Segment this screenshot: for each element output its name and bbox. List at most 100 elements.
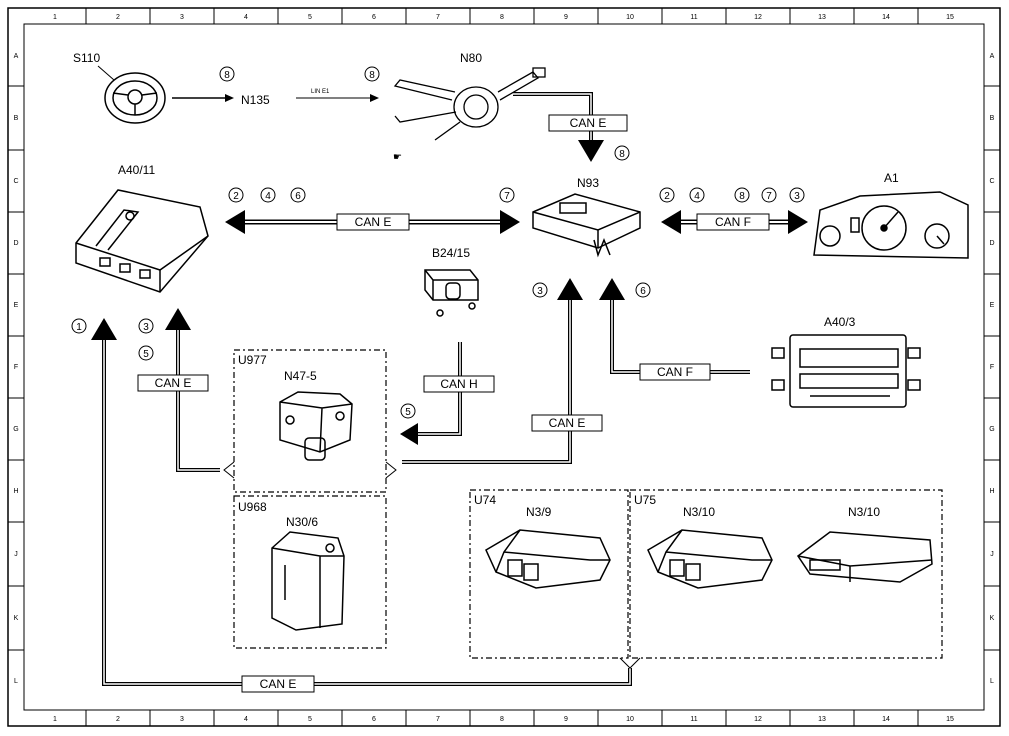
row-label: G bbox=[989, 426, 994, 433]
label-n47-5: N47-5 bbox=[284, 369, 317, 383]
marker: 6 bbox=[640, 286, 646, 297]
row-label: C bbox=[989, 178, 994, 185]
marker-circle bbox=[532, 282, 548, 298]
col-label: 14 bbox=[882, 716, 890, 723]
label-u75: U75 bbox=[634, 493, 656, 507]
bus-inner bbox=[611, 300, 750, 373]
marker-circle bbox=[71, 318, 87, 334]
marker: 4 bbox=[694, 191, 700, 202]
inner-frame bbox=[23, 23, 985, 711]
row-label: H bbox=[13, 488, 18, 495]
bus-inner bbox=[402, 300, 571, 463]
bus-inner bbox=[177, 330, 220, 471]
arrow-head bbox=[661, 210, 681, 234]
hand-pointer-icon: ☛ bbox=[393, 152, 402, 163]
bus-inner bbox=[418, 342, 461, 435]
group-u977 bbox=[233, 349, 387, 493]
group-bracket bbox=[619, 657, 641, 669]
group-bracket bbox=[385, 461, 397, 479]
row-label: H bbox=[989, 488, 994, 495]
col-label: 11 bbox=[690, 716, 697, 723]
marker-circle bbox=[499, 187, 515, 203]
col-label: 3 bbox=[180, 14, 184, 21]
col-label: 15 bbox=[946, 14, 954, 21]
arrow-head bbox=[557, 278, 583, 300]
label-u968: U968 bbox=[238, 500, 267, 514]
marker-circle bbox=[614, 145, 630, 161]
marker: 6 bbox=[295, 191, 301, 202]
col-label: 4 bbox=[244, 716, 248, 723]
arrow-head bbox=[225, 94, 234, 102]
marker-circle bbox=[260, 187, 276, 203]
marker: 8 bbox=[619, 149, 625, 160]
group-u968 bbox=[233, 495, 387, 649]
label-b24-15: B24/15 bbox=[432, 246, 470, 260]
bus-label: CAN E bbox=[570, 116, 607, 130]
col-label: 8 bbox=[500, 14, 504, 21]
row-label: G bbox=[13, 426, 18, 433]
arrow-head bbox=[578, 140, 604, 162]
bus-label-box bbox=[696, 213, 770, 231]
instrument-cluster-icon bbox=[813, 191, 969, 259]
col-label: 3 bbox=[180, 716, 184, 723]
col-label: 7 bbox=[436, 14, 440, 21]
col-label: 9 bbox=[564, 716, 568, 723]
row-label: F bbox=[14, 364, 18, 371]
arrow-head bbox=[370, 94, 379, 102]
col-label: 9 bbox=[564, 14, 568, 21]
marker: 3 bbox=[537, 286, 543, 297]
label-n93: N93 bbox=[577, 176, 599, 190]
label-lin-e1: LIN E1 bbox=[311, 89, 330, 95]
row-label: D bbox=[13, 240, 18, 247]
col-label: 11 bbox=[690, 14, 697, 21]
marker-circle bbox=[789, 187, 805, 203]
row-label: J bbox=[990, 551, 994, 558]
bus-label: CAN E bbox=[355, 215, 392, 229]
label-u74: U74 bbox=[474, 493, 496, 507]
marker-circle bbox=[659, 187, 675, 203]
ecu-icon bbox=[647, 529, 773, 589]
marker-circle bbox=[689, 187, 705, 203]
col-label: 7 bbox=[436, 716, 440, 723]
col-label: 2 bbox=[116, 14, 120, 21]
marker: 8 bbox=[739, 191, 745, 202]
marker-circle bbox=[138, 345, 154, 361]
col-label: 10 bbox=[626, 716, 634, 723]
label-n80: N80 bbox=[460, 51, 482, 65]
label-a1: A1 bbox=[884, 171, 899, 185]
row-label: L bbox=[14, 678, 18, 685]
grid-ticks bbox=[8, 8, 1000, 726]
arrow-head bbox=[225, 210, 245, 234]
col-label: 1 bbox=[53, 716, 57, 723]
bus-label: CAN E bbox=[155, 376, 192, 390]
grid-column-labels-top: 1 2 3 4 5 6 7 8 9 10 11 12 13 14 15 bbox=[53, 14, 954, 21]
head-unit-icon bbox=[75, 189, 209, 293]
marker: 8 bbox=[369, 70, 375, 81]
col-label: 6 bbox=[372, 716, 376, 723]
label-n3-9: N3/9 bbox=[526, 505, 552, 519]
row-label: D bbox=[989, 240, 994, 247]
outer-frame bbox=[7, 7, 1001, 727]
row-label: J bbox=[14, 551, 18, 558]
marker-circle bbox=[138, 318, 154, 334]
arrow-head bbox=[91, 318, 117, 340]
bus-label-box bbox=[336, 213, 410, 231]
marker: 7 bbox=[504, 191, 510, 202]
marker-circle bbox=[761, 187, 777, 203]
col-label: 14 bbox=[882, 14, 890, 21]
col-label: 8 bbox=[500, 716, 504, 723]
grid-column-labels-bottom: 1 2 3 4 5 6 7 8 9 10 11 12 13 14 15 bbox=[53, 716, 954, 723]
steering-wheel-icon bbox=[104, 72, 166, 124]
marker: 1 bbox=[76, 322, 82, 333]
group-u74 bbox=[469, 489, 629, 659]
bus-can-e-left bbox=[176, 330, 220, 472]
grid-row-labels-left: A B C D E F G H J K L bbox=[13, 53, 18, 685]
marker-circle bbox=[290, 187, 306, 203]
col-label: 6 bbox=[372, 14, 376, 21]
row-label: E bbox=[990, 302, 995, 309]
arrow-head bbox=[599, 278, 625, 300]
arrow-head bbox=[500, 210, 520, 234]
col-label: 15 bbox=[946, 716, 954, 723]
bus-label: CAN F bbox=[715, 215, 751, 229]
bus-label: CAN E bbox=[549, 416, 586, 430]
